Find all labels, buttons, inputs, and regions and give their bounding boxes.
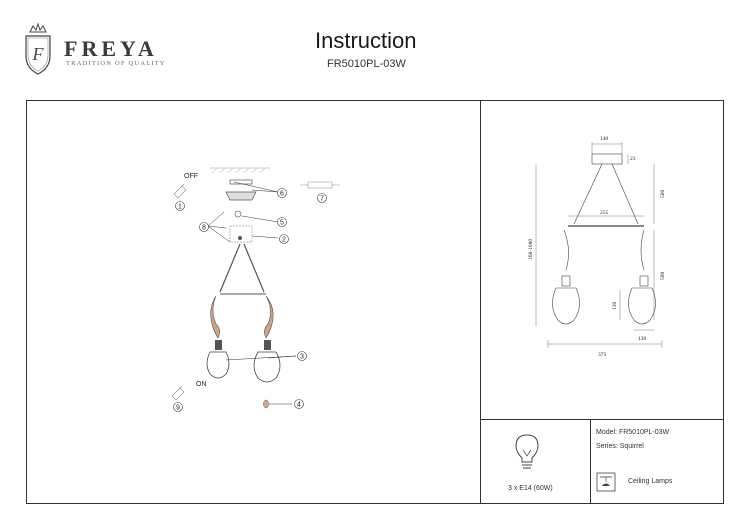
dim-canopy-height: 23 bbox=[630, 156, 636, 162]
hanging-rod-left bbox=[219, 243, 241, 293]
bulb-spec: 3 x E14 (60W) bbox=[508, 485, 553, 492]
glass-shade-left bbox=[206, 351, 230, 379]
brand-tagline: TRADITION OF QUALITY bbox=[66, 60, 166, 67]
dim-upper-height: 500 bbox=[660, 190, 666, 199]
ceiling-hatch bbox=[210, 167, 270, 174]
dim-squirrel-right bbox=[640, 229, 645, 271]
callout-4: 4 bbox=[297, 402, 301, 409]
dim-rod-right bbox=[611, 163, 639, 225]
mounting-plate bbox=[229, 179, 253, 185]
socket-left bbox=[215, 340, 222, 350]
lamp-type-label: Ceiling Lamps bbox=[628, 478, 673, 485]
dim-socket-left bbox=[561, 275, 571, 287]
terminal-block-icon bbox=[300, 181, 340, 189]
socket-right bbox=[264, 340, 271, 350]
glass-shade-right bbox=[253, 351, 281, 383]
callout-1: 1 bbox=[178, 204, 182, 211]
ceiling-lamp-icon bbox=[596, 472, 616, 492]
switch-off-label: OFF bbox=[184, 173, 198, 180]
switch-off-icon bbox=[173, 183, 187, 199]
instruction-frame bbox=[26, 100, 724, 504]
dim-shade-diameter: 130 bbox=[638, 336, 647, 342]
switch-on-icon bbox=[171, 385, 185, 401]
canopy bbox=[225, 191, 257, 201]
callout-markers: 1 2 3 4 5 6 7 8 9 bbox=[173, 188, 327, 412]
dim-total-height: 168-1080 bbox=[528, 239, 534, 260]
dim-rod-left bbox=[573, 163, 603, 225]
bulb-item bbox=[263, 399, 269, 409]
dim-lower-height: 500 bbox=[660, 272, 666, 281]
canopy-cover bbox=[229, 225, 253, 243]
callout-2: 2 bbox=[282, 237, 286, 244]
brand-name: FREYA bbox=[64, 36, 158, 61]
callout-6: 6 bbox=[280, 191, 284, 198]
callout-8: 8 bbox=[202, 225, 206, 232]
dim-canopy-width: 140 bbox=[600, 136, 609, 142]
dimension-drawing: 140 23 500 255 168-1080 500 130 130 375 bbox=[528, 136, 666, 358]
dim-shade-height: 130 bbox=[612, 302, 618, 311]
assembly-diagram: 1 2 3 4 5 6 7 8 9 OFF ON bbox=[171, 167, 340, 412]
squirrel-figure-left bbox=[210, 295, 220, 339]
frame-divider-horizontal bbox=[480, 419, 724, 420]
model-info: Model: FR5010PL-03W Series: Squirrel bbox=[596, 426, 669, 454]
wire-connector bbox=[234, 210, 242, 218]
freya-emblem-icon: F bbox=[25, 22, 51, 75]
dim-squirrel-left bbox=[563, 229, 569, 271]
frame-divider-vertical bbox=[480, 100, 481, 504]
callout-5: 5 bbox=[280, 220, 284, 227]
model-line: Model: FR5010PL-03W bbox=[596, 429, 670, 436]
document-title: Instruction bbox=[315, 28, 417, 53]
dim-socket-right bbox=[639, 275, 649, 287]
callout-3: 3 bbox=[300, 354, 304, 361]
dim-shade-right bbox=[628, 287, 656, 325]
switch-on-label: ON bbox=[196, 381, 207, 388]
dim-total-width: 375 bbox=[598, 352, 607, 358]
document-model-code: FR5010PL-03W bbox=[327, 58, 406, 70]
bulb-icon bbox=[515, 434, 539, 469]
svg-text:F: F bbox=[32, 44, 45, 64]
screw bbox=[238, 236, 242, 240]
dim-shade-left bbox=[552, 287, 580, 325]
callout-9: 9 bbox=[176, 405, 180, 412]
dim-canopy bbox=[591, 153, 623, 165]
dim-bar-width: 255 bbox=[600, 210, 609, 216]
spec-divider-vertical bbox=[590, 419, 591, 504]
series-line: Series: Squirrel bbox=[596, 443, 644, 450]
hanging-rod-right bbox=[243, 243, 265, 293]
callout-7: 7 bbox=[320, 196, 324, 203]
squirrel-figure-right bbox=[264, 295, 274, 339]
